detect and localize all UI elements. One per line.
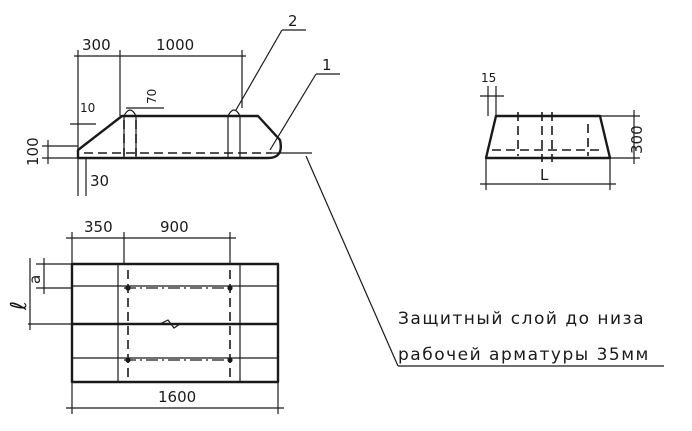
dim-l-label: ℓ bbox=[7, 301, 32, 311]
plan-break-mark bbox=[159, 319, 181, 329]
dim-300-label: 300 bbox=[82, 36, 111, 54]
dim-100-label: 100 bbox=[24, 137, 42, 166]
plan-loop-dot-4 bbox=[227, 357, 233, 363]
dim-a-label: a bbox=[26, 275, 44, 284]
side-view: 300 1000 10 70 100 30 2 1 bbox=[24, 12, 664, 367]
leader-1-line bbox=[269, 73, 317, 151]
dim-350-label: 350 bbox=[84, 218, 113, 236]
note-line-2: рабочей арматуры 35мм bbox=[398, 345, 650, 365]
dim-30-label: 30 bbox=[90, 172, 109, 190]
note-line-1: Защитный слой до низа bbox=[398, 309, 645, 329]
dim-300-v-label: 300 bbox=[628, 125, 646, 154]
section-outline bbox=[484, 114, 612, 160]
section-view: 15 300 L bbox=[480, 71, 646, 190]
block-side-outline bbox=[76, 114, 282, 160]
plan-view: 350 900 a ℓ 1600 bbox=[7, 218, 284, 414]
dim-900-label: 900 bbox=[160, 218, 189, 236]
cover-note: Защитный слой до низа рабочей арматуры 3… bbox=[398, 309, 650, 365]
cover-leader bbox=[305, 155, 399, 367]
dim-1000-label: 1000 bbox=[156, 36, 194, 54]
plan-loop-dot-2 bbox=[227, 285, 233, 291]
leader-2-line bbox=[235, 29, 283, 111]
dim-15-label: 15 bbox=[481, 71, 496, 85]
plan-loop-dot-1 bbox=[125, 285, 131, 291]
leader-2-label: 2 bbox=[288, 12, 298, 30]
lifting-loop-right bbox=[227, 109, 241, 158]
dim-L-label: L bbox=[540, 166, 549, 184]
lifting-loop-left bbox=[123, 109, 137, 158]
dim-1600-label: 1600 bbox=[158, 388, 196, 406]
dim-70-label: 70 bbox=[145, 89, 159, 104]
dim-10-label: 10 bbox=[80, 101, 95, 115]
plan-loop-dot-3 bbox=[125, 357, 131, 363]
leader-1-label: 1 bbox=[322, 56, 332, 74]
